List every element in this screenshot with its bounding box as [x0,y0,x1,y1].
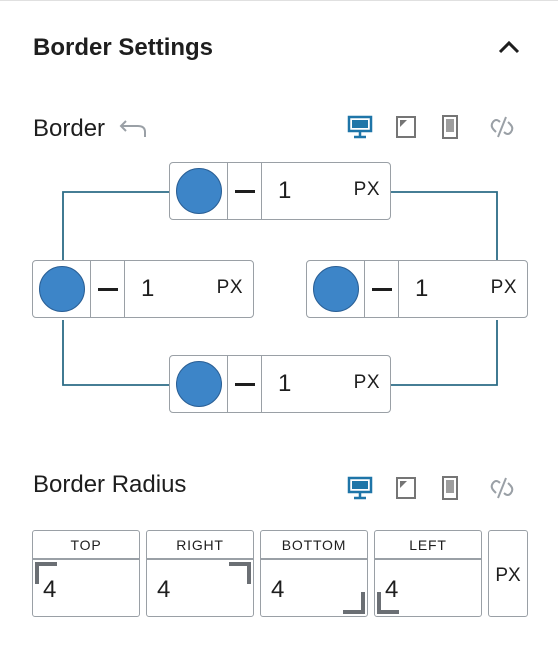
unlink-icon[interactable] [488,113,516,141]
radius-unit-label: PX [495,565,521,586]
corner-top-right-icon [229,562,251,584]
mobile-icon[interactable] [436,474,464,502]
border-top-width-input[interactable]: 1 PX [262,163,390,219]
tablet-icon[interactable] [392,113,420,141]
border-top-control: 1 PX [169,162,391,220]
radius-right-label: RIGHT [176,537,224,553]
border-left-width-input[interactable]: 1 PX [125,261,253,317]
border-left-width-value: 1 [141,275,155,302]
border-left-control: 1 PX [32,260,254,318]
border-top-color-picker[interactable] [170,163,228,219]
radius-bottom-value: 4 [271,576,285,603]
panel-title: Border Settings [33,34,214,61]
border-bottom-color-picker[interactable] [170,356,228,412]
divider [147,558,253,560]
mobile-icon[interactable] [436,113,464,141]
desktop-icon[interactable] [346,474,374,502]
desktop-icon[interactable] [346,113,374,141]
border-right-width-input[interactable]: 1 PX [399,261,527,317]
border-left-style-select[interactable] [91,261,125,317]
radius-left-value: 4 [385,576,399,603]
collapse-button[interactable] [493,32,525,64]
border-bottom-width-input[interactable]: 1 PX [262,356,390,412]
top-divider [0,0,558,1]
border-left-unit[interactable]: PX [216,277,243,298]
radius-left-field[interactable]: LEFT 4 [374,530,482,617]
reset-icon[interactable] [118,118,148,140]
border-right-width-value: 1 [415,275,429,302]
radius-left-label: LEFT [409,537,447,553]
color-swatch [38,266,85,312]
corner-bottom-left-icon [377,592,399,614]
border-right-style-select[interactable] [365,261,399,317]
border-top-unit[interactable]: PX [353,179,380,200]
solid-line-icon [234,382,255,386]
radius-top-value: 4 [43,576,57,603]
border-top-width-value: 1 [278,177,292,204]
border-label: Border [33,115,106,142]
radius-bottom-label: BOTTOM [281,537,347,553]
color-swatch [175,168,222,214]
chevron-up-icon [498,40,520,54]
border-bottom-style-select[interactable] [228,356,262,412]
border-right-unit[interactable]: PX [490,277,517,298]
border-right-color-picker[interactable] [307,261,365,317]
solid-line-icon [97,287,118,291]
tablet-icon[interactable] [392,474,420,502]
border-bottom-control: 1 PX [169,355,391,413]
border-left-color-picker[interactable] [33,261,91,317]
border-right-control: 1 PX [306,260,528,318]
radius-bottom-field[interactable]: BOTTOM 4 [260,530,368,617]
solid-line-icon [371,287,392,291]
border-bottom-width-value: 1 [278,370,292,397]
divider [33,558,139,560]
border-top-style-select[interactable] [228,163,262,219]
border-radius-label: Border Radius [33,471,187,498]
color-swatch [175,361,222,407]
corner-bottom-right-icon [343,592,365,614]
radius-device-switcher [346,474,518,502]
radius-top-field[interactable]: TOP 4 [32,530,140,617]
divider [375,558,481,560]
solid-line-icon [234,189,255,193]
radius-unit-select[interactable]: PX [488,530,528,617]
radius-right-value: 4 [157,576,171,603]
border-bottom-unit[interactable]: PX [353,372,380,393]
radius-top-label: TOP [70,537,102,553]
unlink-icon[interactable] [488,474,516,502]
divider [261,558,367,560]
color-swatch [312,266,359,312]
radius-right-field[interactable]: RIGHT 4 [146,530,254,617]
panel-header[interactable]: Border Settings [33,32,525,68]
corner-top-left-icon [35,562,57,584]
border-device-switcher [346,113,518,141]
